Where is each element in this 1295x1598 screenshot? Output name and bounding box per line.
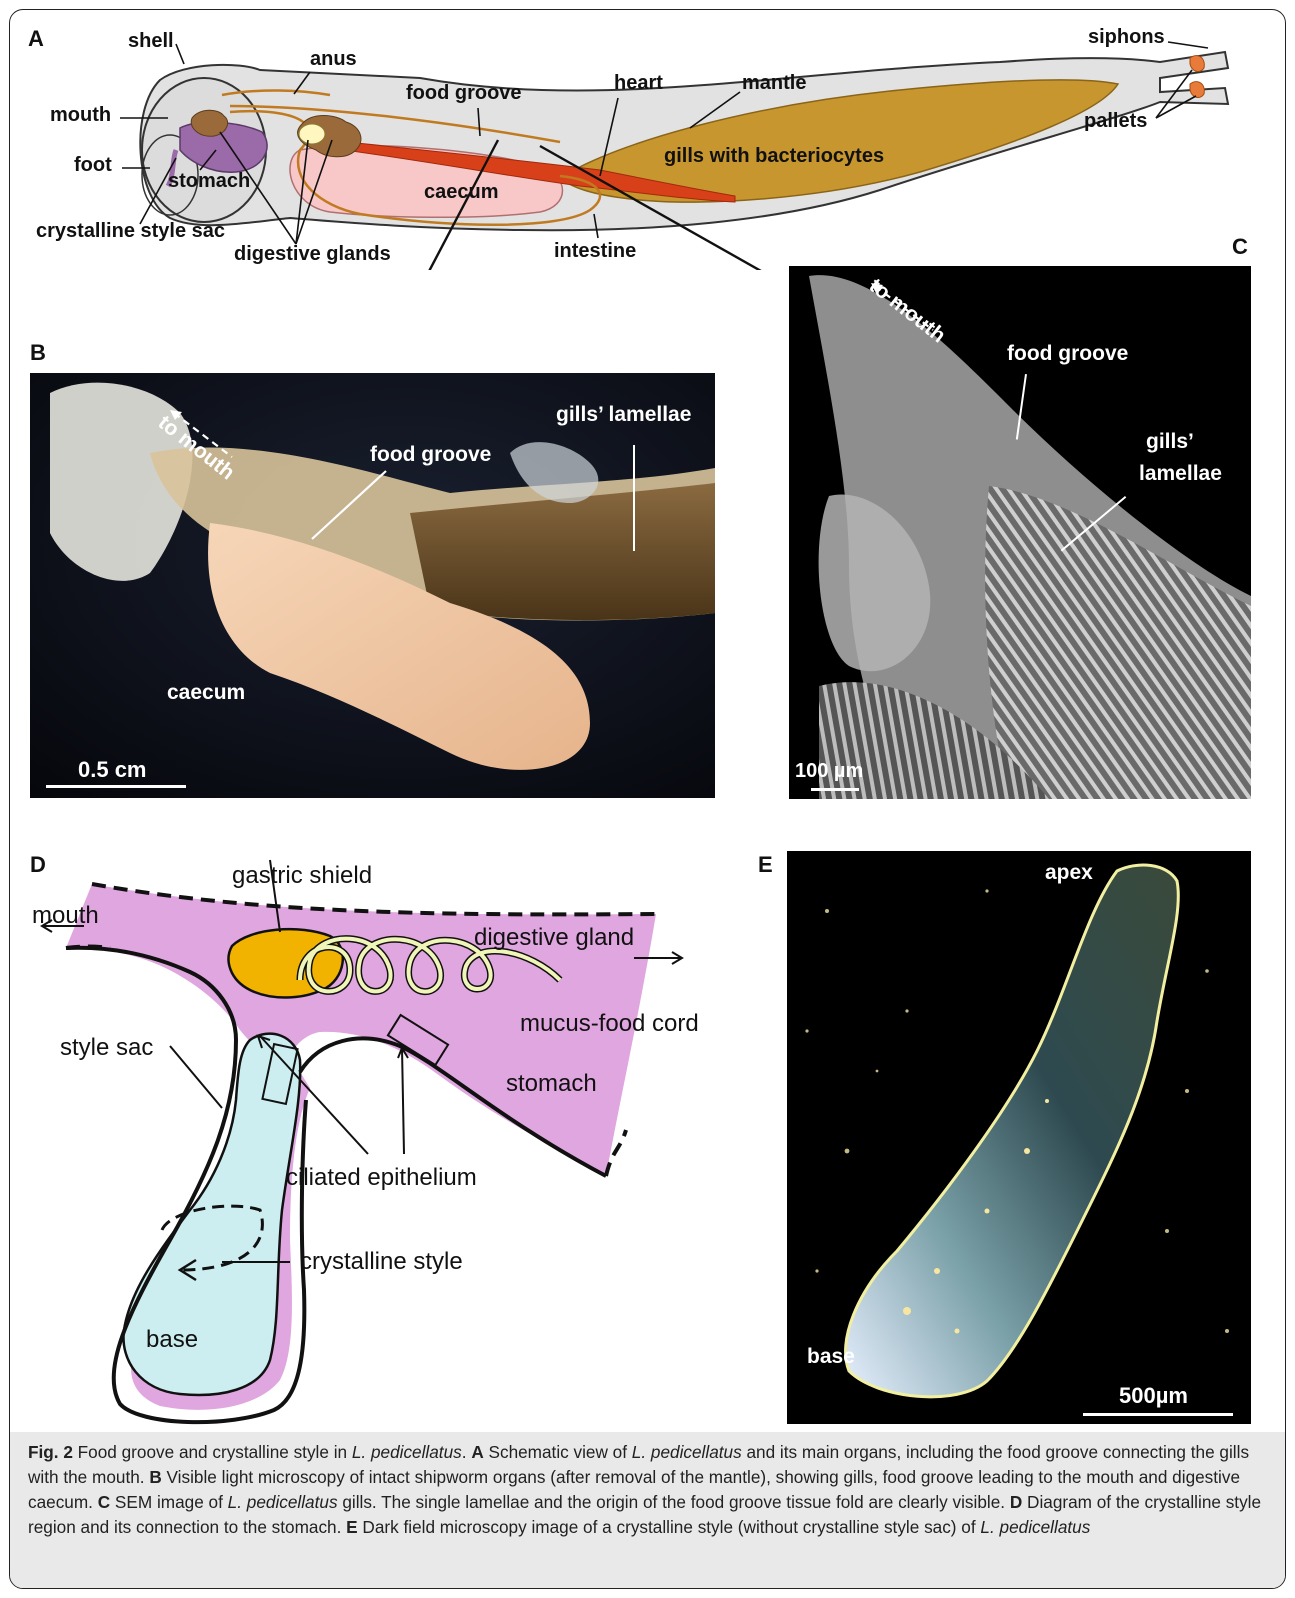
gills-lamellae-pointer-b <box>633 445 635 551</box>
caecum-label-b: caecum <box>167 681 245 705</box>
heart-label: heart <box>614 72 663 95</box>
scale-label-b: 0.5 cm <box>78 757 147 783</box>
caption-key-a: A <box>471 1442 483 1462</box>
siphons-label: siphons <box>1088 26 1165 49</box>
gills-lamellae-label-b: gills’ lamellae <box>556 403 691 427</box>
panel-c-label: C <box>1232 234 1248 260</box>
gills-lamellae-label-c-1: gills’ <box>1146 430 1194 454</box>
apex-label: apex <box>1045 861 1093 885</box>
gills-label: gills with bacteriocytes <box>664 145 884 168</box>
anus-label: anus <box>310 48 357 71</box>
caption-e-pre: Dark field microscopy image of a crystal… <box>358 1517 981 1537</box>
digestive-gland-3 <box>299 124 325 144</box>
food-groove-pointer-b <box>300 463 420 543</box>
scale-bar-b <box>46 785 186 788</box>
mouth-label: mouth <box>50 104 111 127</box>
gills-lamellae-label-c-2: lamellae <box>1139 462 1222 486</box>
digestive-gland-1 <box>191 110 227 136</box>
foot-label: foot <box>74 154 112 177</box>
pallet-1 <box>1190 56 1204 72</box>
panel-b-image <box>30 373 715 798</box>
caption-fig-number: Fig. 2 <box>28 1442 73 1462</box>
panel-b-label: B <box>30 340 46 366</box>
panel-a: A shell anus mouth foot stomach crystall… <box>0 0 1295 270</box>
panel-c-photo: to mouth food groove gills’ lamellae 100… <box>789 266 1251 799</box>
base-label-e: base <box>807 1345 855 1369</box>
caption-a-pre: Schematic view of <box>484 1442 632 1462</box>
caption-key-d: D <box>1010 1492 1022 1512</box>
mouth-label-d: mouth <box>32 902 99 930</box>
gastric-shield-label: gastric shield <box>232 862 372 890</box>
to-mouth-arrow <box>168 407 248 477</box>
panel-b-photo: to mouth food groove gills’ lamellae cae… <box>30 373 715 798</box>
crystalline-style-sac-label: crystalline style sac <box>36 220 225 243</box>
digestive-glands-label: digestive glands <box>234 243 391 266</box>
pallet-2 <box>1190 82 1204 98</box>
mucus-food-cord-label: mucus-food cord <box>520 1010 699 1038</box>
caption-key-c: C <box>98 1492 110 1512</box>
stomach-label: stomach <box>168 170 250 193</box>
panel-e-photo: apex base 500µm <box>787 851 1251 1424</box>
panel-a-label: A <box>28 26 44 52</box>
base-label-d: base <box>146 1326 198 1354</box>
caption-title-post: . <box>462 1442 472 1462</box>
caption-species: L. pedicellatus <box>352 1442 462 1462</box>
caption-title-pre: Food groove and crystalline style in <box>73 1442 352 1462</box>
panel-e-label: E <box>758 852 773 878</box>
caption-c-pre: SEM image of <box>110 1492 228 1512</box>
pallets-label: pallets <box>1084 110 1147 133</box>
crystalline-style-label: crystalline style <box>300 1248 463 1276</box>
caption-c-post: gills. The single lamellae and the origi… <box>338 1492 1010 1512</box>
to-mouth-arrow-c <box>869 280 949 350</box>
figure-caption: Fig. 2 Food groove and crystalline style… <box>28 1440 1268 1540</box>
caption-c-species: L. pedicellatus <box>228 1492 338 1512</box>
caecum-label: caecum <box>424 181 499 204</box>
style-sac-label: style sac <box>60 1034 153 1062</box>
panel-e-image <box>787 851 1251 1424</box>
stomach-label-d: stomach <box>506 1070 597 1098</box>
caption-key-e: E <box>346 1517 357 1537</box>
food-groove-label-c: food groove <box>1007 342 1128 366</box>
intestine-label: intestine <box>554 240 636 263</box>
digestive-gland-label: digestive gland <box>474 924 634 952</box>
shell-label: shell <box>128 30 174 53</box>
caption-a-species: L. pedicellatus <box>632 1442 742 1462</box>
caption-key-b: B <box>149 1467 161 1487</box>
ciliated-epithelium-label: ciliated epithelium <box>286 1164 477 1192</box>
panel-d-drawing <box>0 850 760 1430</box>
caption-e-species: L. pedicellatus <box>980 1517 1090 1537</box>
panel-d-diagram: gastric shield mouth digestive gland muc… <box>0 850 760 1430</box>
scale-label-c: 100 µm <box>795 760 863 783</box>
mantle-label: mantle <box>742 72 806 95</box>
scale-bar-c <box>811 788 859 791</box>
scale-bar-e <box>1083 1413 1233 1416</box>
scale-label-e: 500µm <box>1119 1383 1188 1409</box>
food-groove-label: food groove <box>406 82 522 105</box>
